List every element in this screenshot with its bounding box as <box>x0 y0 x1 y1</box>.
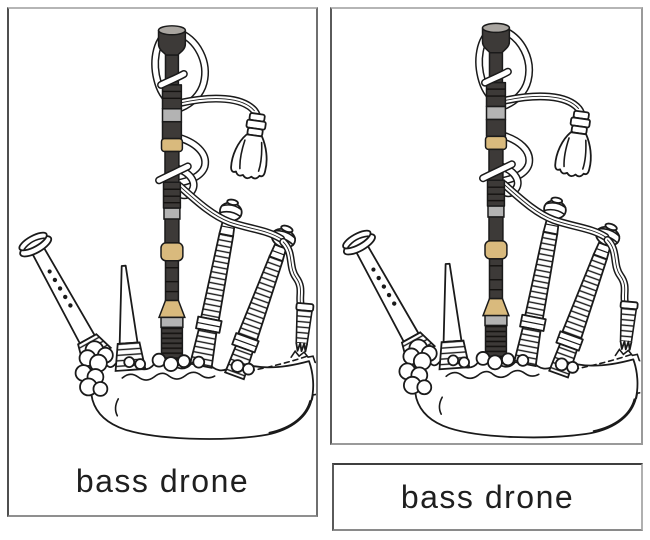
bagpipes-illustration <box>9 9 316 447</box>
right-label-card: bass drone <box>332 463 643 531</box>
right-image-card <box>330 7 643 445</box>
bagpipes-illustration <box>332 9 641 443</box>
part-label: bass drone <box>400 478 575 515</box>
left-card-label-area: bass drone <box>9 447 316 515</box>
left-nomenclature-card: bass drone <box>7 7 318 517</box>
left-card-image-area <box>9 9 316 447</box>
part-label: bass drone <box>75 462 250 499</box>
